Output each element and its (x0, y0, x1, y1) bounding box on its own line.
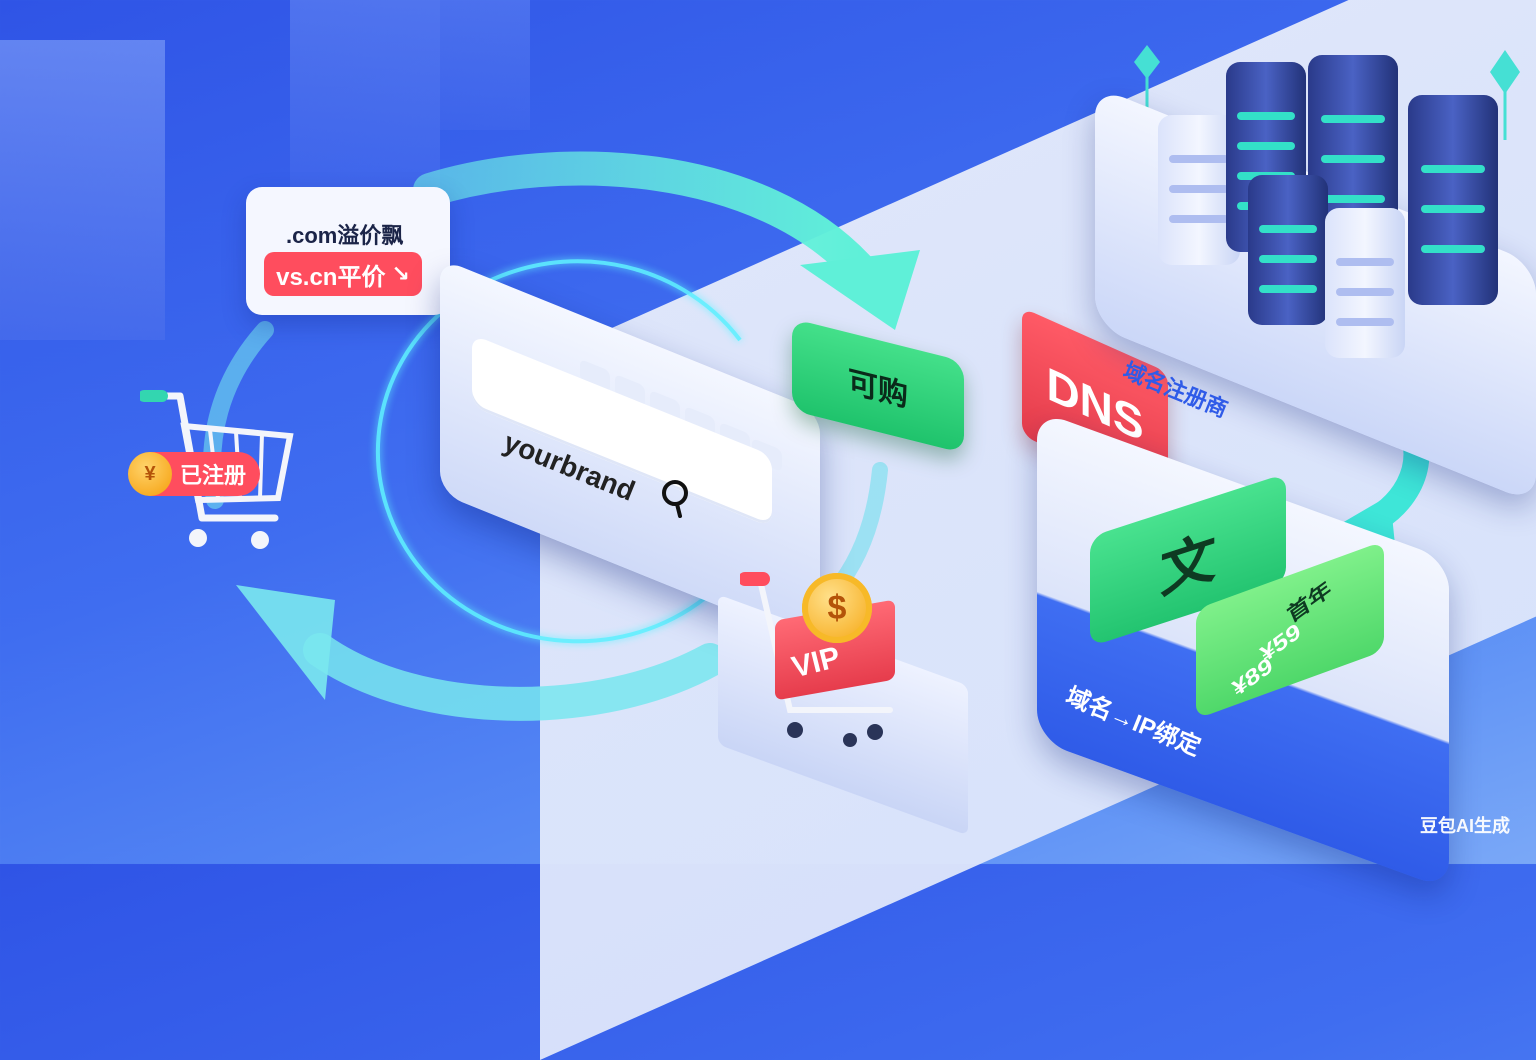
search-icon[interactable] (660, 478, 694, 520)
language-card-glyph: 文 (1160, 523, 1216, 605)
registered-label: 已注册 (179, 463, 246, 488)
dollar-coin-symbol: $ (827, 588, 847, 627)
com-premium-label: .com溢价飘 (286, 223, 404, 248)
background-building (290, 0, 440, 190)
down-trend-icon: ↘ (391, 261, 410, 286)
yuan-coin-icon: ¥ (128, 452, 172, 496)
server-tower (1248, 175, 1328, 325)
cycle-arrows (203, 45, 1520, 721)
background-building (0, 40, 165, 340)
bottom-arrow-head (236, 585, 335, 700)
bottom-arrow (303, 633, 727, 721)
background-building (440, 0, 530, 130)
top-arrow-head (800, 250, 920, 330)
yuan-coin-symbol: ¥ (144, 462, 156, 485)
cn-affordable-label: vs.cn平价 (276, 263, 386, 291)
server-tower (1325, 208, 1405, 358)
top-arrow (413, 151, 877, 287)
dollar-coin-icon: $ (802, 573, 872, 643)
server-tower (1408, 95, 1498, 305)
cn-affordable-pill: vs.cn平价 ↘ (264, 252, 422, 296)
ai-watermark: 豆包AI生成 (1420, 816, 1510, 836)
